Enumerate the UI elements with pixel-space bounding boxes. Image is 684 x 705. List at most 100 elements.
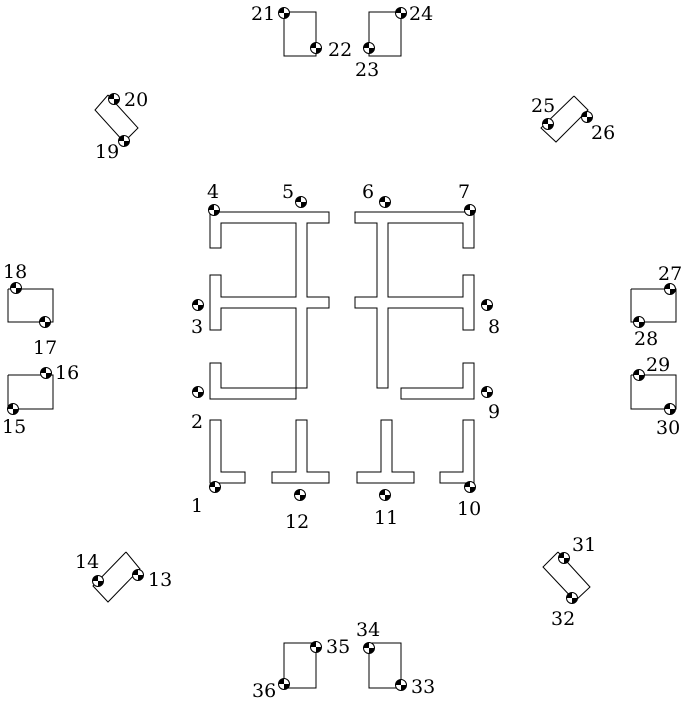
pad-label-31: 31 — [572, 534, 596, 556]
trace-bottom-12 — [271, 419, 330, 484]
trace-bottom-1 — [209, 419, 246, 484]
pad-3 — [192, 299, 204, 311]
pad-dot — [10, 282, 22, 294]
pad-label-34: 34 — [356, 619, 380, 641]
pad-label-13: 13 — [148, 569, 172, 591]
pad-label-25: 25 — [531, 95, 555, 117]
pad-dot — [363, 42, 375, 54]
pad-36 — [278, 678, 290, 690]
pad-22 — [310, 42, 322, 54]
pad-label-10: 10 — [457, 498, 481, 520]
pad-label-12: 12 — [285, 511, 309, 533]
pad-21 — [278, 7, 290, 19]
pad-label-29: 29 — [646, 354, 670, 376]
pad-13 — [132, 569, 144, 581]
pad-label-33: 33 — [411, 676, 435, 698]
pad-9 — [481, 386, 493, 398]
pad-35 — [310, 641, 322, 653]
pad-labels: 1 2 3 4 5 6 7 8 9 10 11 12 13 14 15 16 1… — [2, 3, 682, 702]
pad-5 — [295, 196, 307, 208]
pad-dot — [633, 369, 645, 381]
pad-17 — [39, 316, 51, 328]
pad-20 — [108, 93, 120, 105]
loop-18-17 — [7, 288, 54, 323]
loop-25-26 — [540, 95, 589, 143]
pad-24 — [395, 7, 407, 19]
pad-dot — [310, 641, 322, 653]
loop-23-24 — [368, 11, 402, 57]
pad-dot — [108, 93, 120, 105]
central-structure — [209, 211, 475, 484]
pad-10 — [464, 481, 476, 493]
pad-dot — [208, 204, 220, 216]
pad-label-6: 6 — [362, 181, 374, 203]
pad-dot — [363, 642, 375, 654]
pad-dot — [542, 118, 554, 130]
pad-dot — [395, 7, 407, 19]
pad-label-14: 14 — [75, 551, 99, 573]
pad-28 — [633, 316, 645, 328]
pad-label-2: 2 — [191, 411, 203, 433]
pad-dot — [581, 111, 593, 123]
pad-15 — [7, 403, 19, 415]
pad-6 — [379, 196, 391, 208]
pad-dot — [132, 569, 144, 581]
pad-25 — [542, 118, 554, 130]
pad-dot — [7, 403, 19, 415]
pad-label-18: 18 — [3, 261, 27, 283]
pad-1 — [209, 481, 221, 493]
pad-label-20: 20 — [124, 89, 148, 111]
pad-label-21: 21 — [251, 3, 275, 25]
pad-dot — [464, 481, 476, 493]
pad-14 — [92, 575, 104, 587]
pad-30 — [664, 403, 676, 415]
pad-dot — [664, 283, 676, 295]
pad-dot — [664, 403, 676, 415]
pad-dot — [464, 204, 476, 216]
pad-dot — [395, 679, 407, 691]
pad-23 — [363, 42, 375, 54]
loop-27-28 — [630, 288, 677, 323]
pad-label-7: 7 — [458, 181, 470, 203]
pad-dot — [92, 575, 104, 587]
pad-label-15: 15 — [2, 416, 26, 438]
pad-dot — [566, 592, 578, 604]
pad-label-30: 30 — [656, 417, 680, 439]
trace-top-right — [354, 211, 475, 389]
loop-16-15 — [7, 374, 54, 410]
pad-label-36: 36 — [252, 680, 276, 702]
pad-7 — [464, 204, 476, 216]
pad-12 — [294, 489, 306, 501]
pad-label-11: 11 — [374, 507, 398, 529]
pad-label-1: 1 — [191, 495, 203, 517]
pad-31 — [558, 552, 570, 564]
pad-dot — [209, 481, 221, 493]
pad-label-5: 5 — [282, 181, 294, 203]
pad-dot — [633, 316, 645, 328]
loop-21-22 — [283, 11, 317, 57]
pad-label-4: 4 — [207, 181, 219, 203]
pad-29 — [633, 369, 645, 381]
trace-mid-left — [209, 362, 297, 400]
pad-11 — [379, 489, 391, 501]
pad-18 — [10, 282, 22, 294]
pad-dot — [310, 42, 322, 54]
pad-34 — [363, 642, 375, 654]
pad-label-32: 32 — [551, 608, 575, 630]
peripheral-loops — [7, 11, 677, 689]
pad-26 — [581, 111, 593, 123]
pad-label-27: 27 — [658, 263, 682, 285]
pad-label-22: 22 — [328, 39, 352, 61]
trace-top-left — [209, 211, 330, 389]
pad-label-28: 28 — [634, 328, 658, 350]
pad-label-19: 19 — [95, 141, 119, 163]
pad-8 — [481, 299, 493, 311]
pad-label-35: 35 — [326, 636, 350, 658]
loop-14-13 — [92, 551, 141, 603]
pad-33 — [395, 679, 407, 691]
pad-label-3: 3 — [191, 316, 203, 338]
trace-bottom-10 — [439, 419, 475, 484]
pad-19 — [118, 135, 130, 147]
pad-32 — [566, 592, 578, 604]
